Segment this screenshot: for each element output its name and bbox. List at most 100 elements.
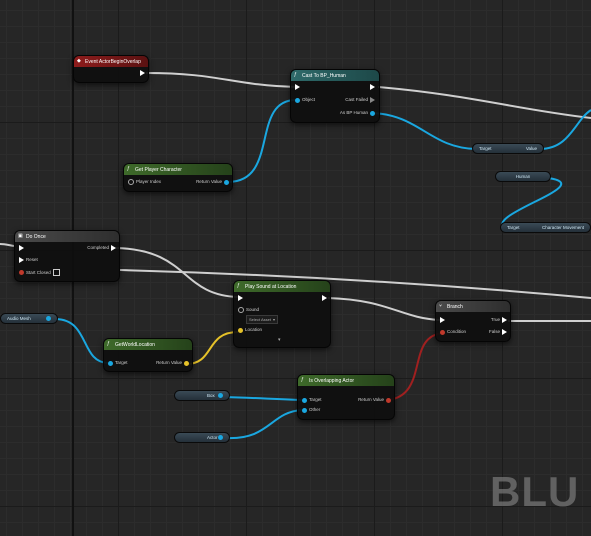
- function-icon: ƒ: [237, 283, 240, 289]
- cast-node-title: Cast To BP_Human: [302, 72, 346, 79]
- exec-in-pin[interactable]: [19, 245, 24, 251]
- expand-arrow-icon[interactable]: ▾: [278, 337, 281, 343]
- pin-label: Location: [245, 327, 263, 332]
- target-pin-label: Target: [507, 225, 520, 230]
- return-value-pin[interactable]: Return Value: [156, 360, 189, 366]
- function-icon: ƒ: [127, 166, 130, 172]
- exec-wire: [115, 247, 239, 298]
- branch-node[interactable]: ⑂ Branch True Condition False: [435, 300, 511, 342]
- pin-label: Target: [309, 397, 322, 402]
- condition-pin[interactable]: Condition: [440, 329, 466, 335]
- macro-icon: ▣: [18, 233, 23, 239]
- false-pin[interactable]: False: [489, 329, 507, 335]
- object-wire: [227, 99, 297, 183]
- output-pin[interactable]: [218, 435, 223, 440]
- target-pin-label: Target: [479, 146, 492, 151]
- pin-label: True: [490, 317, 500, 322]
- character-movement-label: Character Movement: [541, 225, 584, 230]
- pin-label: Reset: [26, 257, 38, 262]
- box-variable-getter[interactable]: Box: [174, 390, 230, 401]
- exec-out-pin[interactable]: [370, 84, 375, 90]
- set-target-node[interactable]: Target Value: [472, 143, 544, 154]
- object-wire: [225, 409, 303, 440]
- actor-variable-getter[interactable]: Actor: [174, 432, 230, 443]
- cast-failed-pin[interactable]: Cast Failed: [345, 97, 375, 103]
- start-closed-checkbox[interactable]: [52, 269, 60, 276]
- pin-label: Target: [115, 360, 128, 365]
- pin-label: Sound: [246, 307, 260, 312]
- object-wire: [539, 109, 591, 150]
- audio-mesh-variable-getter[interactable]: Audio Mesh: [0, 313, 58, 324]
- pin-label: Condition: [447, 329, 467, 334]
- exec-in-pin[interactable]: [238, 295, 243, 301]
- is-overlapping-title: Is Overlapping Actor: [309, 377, 355, 384]
- cast-node-header: ƒ Cast To BP_Human: [291, 70, 379, 81]
- exec-wire: [377, 86, 591, 119]
- play-sound-title: Play Sound at Location: [245, 283, 297, 290]
- do-once-header: ▣ Do Once: [15, 231, 119, 242]
- sound-asset-value: Select Asset: [249, 317, 272, 322]
- get-world-location-header: ƒ GetWorldLocation: [104, 339, 192, 350]
- branch-title: Branch: [447, 303, 463, 310]
- exec-out-pin[interactable]: [140, 70, 145, 76]
- cast-node[interactable]: ƒ Cast To BP_Human Object Cast Failed As…: [290, 69, 380, 123]
- sound-pin[interactable]: Sound: [238, 307, 259, 313]
- sound-asset-picker[interactable]: Select Asset▾: [246, 315, 279, 324]
- function-icon: ƒ: [294, 72, 297, 78]
- bool-wire: [387, 332, 445, 401]
- event-node[interactable]: ◆ Event ActorBeginOverlap: [73, 55, 149, 83]
- true-pin[interactable]: True: [491, 317, 507, 323]
- pin-label: Return Value: [358, 397, 384, 402]
- character-movement-node[interactable]: Target Character Movement: [500, 222, 591, 233]
- chevron-down-icon: ▾: [273, 317, 276, 322]
- return-value-pin[interactable]: Return Value: [358, 397, 391, 403]
- output-pin[interactable]: [218, 393, 223, 398]
- pin-label: Return Value: [196, 179, 222, 184]
- variable-label: Audio Mesh: [7, 316, 31, 321]
- exec-in-pin[interactable]: [295, 84, 300, 90]
- player-index-pin[interactable]: Player Index: [128, 179, 161, 185]
- pin-label: Completed: [87, 245, 109, 250]
- function-icon: ƒ: [301, 377, 304, 383]
- human-variable-getter[interactable]: Human: [495, 171, 551, 182]
- event-icon: ◆: [77, 58, 81, 64]
- object-wire: [223, 396, 303, 401]
- exec-in-pin[interactable]: [440, 317, 445, 323]
- target-pin[interactable]: Target: [302, 397, 322, 403]
- play-sound-node[interactable]: ƒ Play Sound at Location Sound Select As…: [233, 280, 331, 348]
- completed-pin[interactable]: Completed: [87, 245, 116, 251]
- location-pin[interactable]: Location: [238, 327, 262, 333]
- pin-label: Return Value: [156, 360, 182, 365]
- is-overlapping-header: ƒ Is Overlapping Actor: [298, 375, 394, 386]
- other-pin[interactable]: Other: [302, 407, 320, 413]
- pin-label: Object: [302, 97, 316, 102]
- object-wire: [371, 112, 477, 150]
- is-overlapping-actor-node[interactable]: ƒ Is Overlapping Actor Target Return Val…: [297, 374, 395, 420]
- get-world-location-node[interactable]: ƒ GetWorldLocation Target Return Value: [103, 338, 193, 372]
- do-once-title: Do Once: [26, 233, 46, 240]
- as-bp-human-pin[interactable]: As BP Human: [340, 110, 375, 116]
- start-closed-pin[interactable]: Start Closed: [19, 269, 60, 276]
- target-pin[interactable]: Target: [108, 360, 128, 366]
- function-icon: ƒ: [107, 341, 110, 347]
- variable-label: Actor: [207, 435, 218, 440]
- exec-wire: [0, 243, 15, 247]
- object-wire: [55, 318, 109, 364]
- play-sound-header: ƒ Play Sound at Location: [234, 281, 330, 292]
- variable-label: Box: [207, 393, 215, 398]
- return-value-pin[interactable]: Return Value: [196, 179, 229, 185]
- blueprint-watermark: BLU: [490, 468, 580, 515]
- do-once-node[interactable]: ▣ Do Once Completed Reset Start Closed: [14, 230, 120, 282]
- reset-pin[interactable]: Reset: [19, 257, 38, 263]
- get-player-header: ƒ Get Player Character: [124, 164, 232, 175]
- output-pin[interactable]: [46, 316, 51, 321]
- event-node-title: Event ActorBeginOverlap: [85, 58, 141, 65]
- value-pin-label: Value: [525, 146, 537, 151]
- pin-label: Other: [309, 407, 321, 412]
- object-input-pin[interactable]: Object: [295, 97, 315, 103]
- get-player-character-node[interactable]: ƒ Get Player Character Player Index Retu…: [123, 163, 233, 192]
- exec-out-pin[interactable]: [322, 295, 327, 301]
- pin-label: Start Closed: [26, 269, 51, 275]
- event-node-header: ◆ Event ActorBeginOverlap: [74, 56, 148, 67]
